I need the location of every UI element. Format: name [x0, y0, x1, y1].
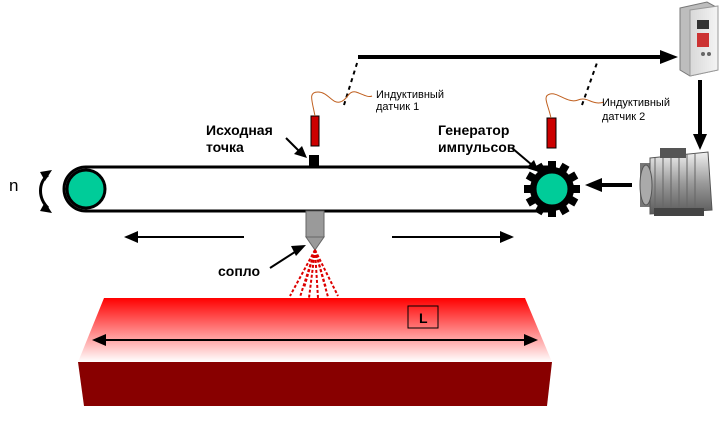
frequency-converter-icon: [679, 1, 719, 77]
spray-jet: [308, 249, 316, 299]
pulse-generator-pointer: [511, 147, 539, 172]
sensor1-label-line1: Индуктивный: [376, 89, 444, 101]
sensor1-body: [310, 115, 320, 147]
gear-tooth: [571, 185, 580, 193]
length-arrow-right: [524, 334, 538, 346]
start-point-marker: [309, 155, 319, 167]
sensor1-label-line2: датчик 1: [376, 101, 419, 113]
electric-motor-icon: [639, 148, 713, 216]
spray-jet: [303, 249, 316, 289]
sensor2-signal-dashed: [581, 59, 599, 106]
start-point-label-line2: точка: [206, 139, 244, 155]
plate-front-face: [78, 362, 552, 406]
sensor2-cable: [545, 93, 605, 119]
pulse-generator-label-line1: Генератор: [438, 122, 509, 138]
pulse-generator-label-line2: импульсов: [438, 139, 516, 155]
gear-tooth: [525, 171, 538, 183]
spray-jet: [314, 249, 329, 298]
start-point-pointer: [285, 137, 307, 158]
nozzle: [305, 210, 325, 251]
gear-tooth: [558, 203, 570, 216]
gear-tooth: [525, 195, 538, 207]
signal-arrow-head: [660, 50, 678, 64]
gear-tooth: [548, 208, 556, 217]
converter-to-motor-arrow: [693, 134, 707, 150]
sensor2-label-line1: Индуктивный: [602, 97, 670, 109]
gear-tooth: [558, 162, 570, 175]
sensor1-cable: [311, 91, 373, 117]
start-point-label-line1: Исходная: [206, 122, 273, 138]
rotation-label: n: [9, 176, 18, 195]
conveyor-belt: [62, 165, 552, 213]
spray-jet: [299, 249, 316, 298]
spray-jet: [314, 249, 327, 289]
spray-jet: [314, 249, 339, 297]
motor-to-pulley-arrow: [585, 178, 602, 192]
plate-top-face: [78, 298, 552, 362]
left-pulley: [65, 168, 107, 210]
gear-tooth: [534, 203, 546, 216]
gear-tooth: [534, 162, 546, 175]
workpiece-plate: L: [78, 298, 552, 406]
gear-tooth: [566, 171, 579, 183]
length-label-box: [407, 305, 439, 329]
sensor2-body: [546, 117, 557, 149]
movement-arrow-right: [392, 231, 514, 243]
right-pulley: [533, 170, 571, 208]
gear-tooth: [524, 185, 533, 193]
rotation-indicator: n: [9, 170, 52, 213]
spray-jet: [314, 249, 319, 299]
length-arrow-left: [92, 334, 106, 346]
length-label: L: [419, 310, 428, 326]
movement-arrow-left: [124, 231, 244, 243]
spray-jets: [289, 249, 339, 299]
nozzle-pointer: [269, 245, 306, 269]
nozzle-label: сопло: [218, 263, 260, 279]
sensor2-label-line2: датчик 2: [602, 111, 645, 123]
gear-tooth: [566, 195, 579, 207]
gear-tooth: [548, 161, 556, 170]
spray-jet: [289, 249, 316, 297]
signal-line: [343, 50, 678, 106]
